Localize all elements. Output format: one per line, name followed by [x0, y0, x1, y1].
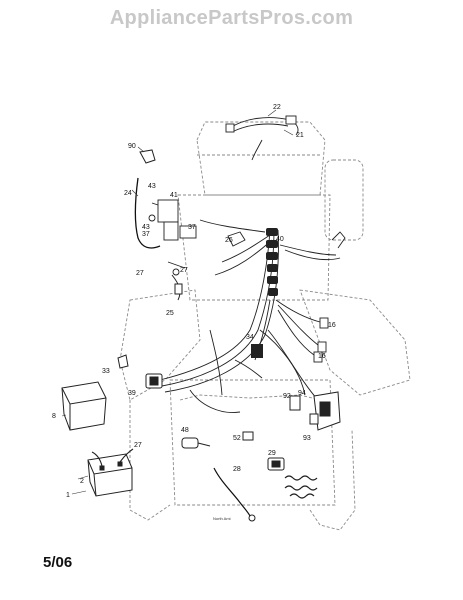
- callout-21: 21: [296, 132, 304, 139]
- callout-24: 24: [124, 190, 132, 197]
- leader-lines: [61, 109, 294, 495]
- callout-25: 25: [166, 310, 174, 317]
- callout-37-right: 37: [188, 224, 196, 231]
- callout-93: 93: [303, 435, 311, 442]
- callout-22: 22: [273, 104, 281, 111]
- relay-bracket: [148, 199, 197, 276]
- callout-16-lower: 16: [318, 353, 326, 360]
- callout-27-left: 27: [136, 270, 144, 277]
- right-components: [227, 231, 346, 363]
- lower-coil: [284, 475, 318, 499]
- watermark: AppliancePartsPros.com: [109, 7, 354, 29]
- callout-92: 92: [283, 393, 291, 400]
- small-label: North Ami: [213, 516, 231, 521]
- callout-37-left: 37: [142, 231, 150, 238]
- date-code: 5/06: [43, 554, 73, 571]
- connector-39: [145, 373, 163, 389]
- fuse-wire-25: [171, 274, 183, 301]
- callout-27-battery: 27: [134, 442, 142, 449]
- callout-28: 28: [233, 466, 241, 473]
- callout-1: 1: [66, 492, 70, 499]
- seat-switch-assembly: [289, 391, 341, 431]
- component-52: [242, 431, 254, 441]
- component-48: [181, 437, 211, 449]
- callout-8: 8: [52, 413, 56, 420]
- callout-29: 29: [268, 450, 276, 457]
- battery-1: [87, 453, 133, 497]
- callout-16-upper: 16: [328, 322, 336, 329]
- bracket-90: [139, 149, 156, 164]
- switch-29: [267, 457, 285, 471]
- ground-terminal: [248, 514, 256, 522]
- left-wire-24: [134, 177, 161, 249]
- callout-48: 48: [181, 427, 189, 434]
- callout-43-lower: 43: [142, 224, 150, 231]
- callout-2: 2: [80, 478, 84, 485]
- callout-40: 40: [276, 236, 284, 243]
- switch-33: [117, 354, 129, 369]
- callout-33: 33: [102, 368, 110, 375]
- callout-90: 90: [128, 143, 136, 150]
- callout-41: 41: [170, 192, 178, 199]
- callout-27-right: 27: [180, 267, 188, 274]
- callout-43-upper: 43: [148, 183, 156, 190]
- lower-wire-28: [213, 467, 251, 517]
- callout-39: 39: [128, 390, 136, 397]
- battery-box-8: [61, 381, 107, 431]
- coiled-loom: [266, 228, 278, 296]
- wiring-harness: [159, 219, 341, 413]
- callout-34: 34: [246, 334, 254, 341]
- callout-94: 94: [298, 390, 306, 397]
- callout-26: 26: [225, 237, 233, 244]
- top-wire-harness: [225, 115, 299, 161]
- battery-cables: [91, 448, 134, 467]
- callout-52: 52: [233, 435, 241, 442]
- callouts: 22 21 90 24 43 41 43 37 37 26 40 27 27 2…: [52, 104, 336, 521]
- relay-34: [251, 344, 263, 358]
